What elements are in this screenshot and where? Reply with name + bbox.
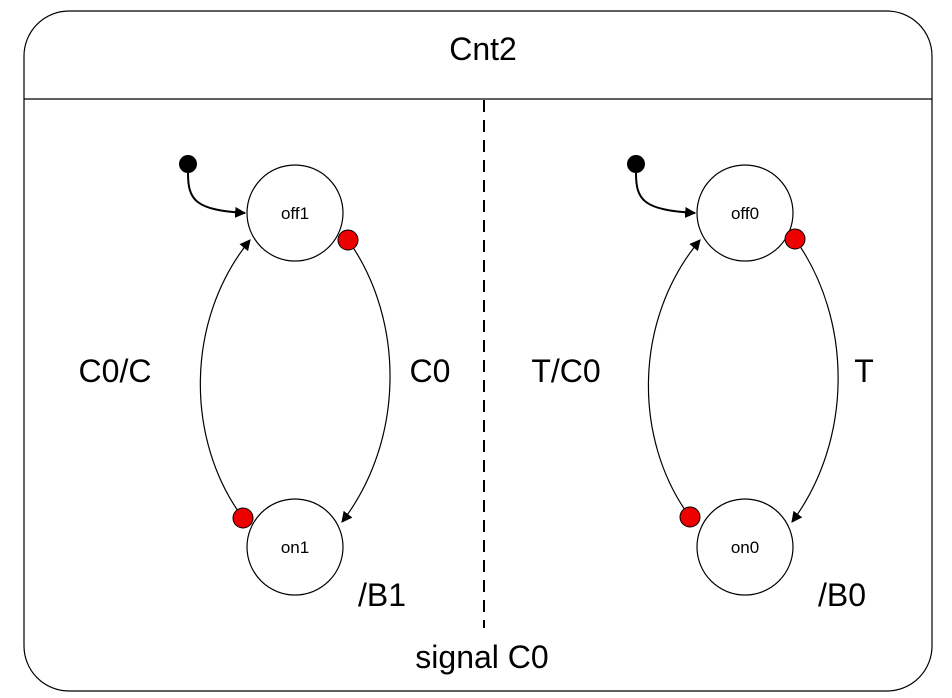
state-off1-label: off1 bbox=[281, 204, 309, 223]
exit-point-off0 bbox=[784, 228, 806, 250]
action-label-b0: /B0 bbox=[818, 577, 866, 613]
exit-point-on0 bbox=[679, 506, 701, 528]
state-on1-label: on1 bbox=[281, 538, 309, 557]
initial-pseudostate-left bbox=[179, 155, 197, 173]
transition-on1-to-off1[interactable] bbox=[199, 239, 251, 519]
signal-declaration: signal C0 bbox=[415, 639, 548, 675]
region-left: off1 on1 C0/C C0 /B1 bbox=[79, 155, 451, 613]
transition-off1-to-on1[interactable] bbox=[341, 239, 391, 523]
initial-transition-right bbox=[635, 172, 697, 218]
composite-state-frame bbox=[23, 10, 933, 692]
state-on0[interactable] bbox=[696, 498, 794, 596]
transition-label-c0: C0 bbox=[410, 353, 451, 389]
state-off0-label: off0 bbox=[731, 204, 759, 223]
action-label-b1: /B1 bbox=[358, 577, 406, 613]
transition-off0-to-on0[interactable] bbox=[791, 238, 839, 523]
transition-label-t: T bbox=[854, 353, 874, 389]
transition-label-t-c0: T/C0 bbox=[531, 353, 600, 389]
state-on0-label: on0 bbox=[731, 538, 759, 557]
state-on1[interactable] bbox=[246, 498, 344, 596]
exit-point-on1 bbox=[232, 507, 254, 529]
transition-on0-to-off0[interactable] bbox=[647, 239, 701, 518]
composite-state-title: Cnt2 bbox=[449, 31, 517, 67]
initial-pseudostate-right bbox=[627, 155, 645, 173]
transition-label-c0-c: C0/C bbox=[79, 353, 152, 389]
state-off0[interactable] bbox=[696, 164, 794, 262]
state-off1[interactable] bbox=[246, 164, 344, 262]
exit-point-off1 bbox=[337, 229, 359, 251]
region-right: off0 on0 T/C0 T /B0 bbox=[531, 155, 874, 613]
initial-transition-left bbox=[187, 172, 247, 218]
